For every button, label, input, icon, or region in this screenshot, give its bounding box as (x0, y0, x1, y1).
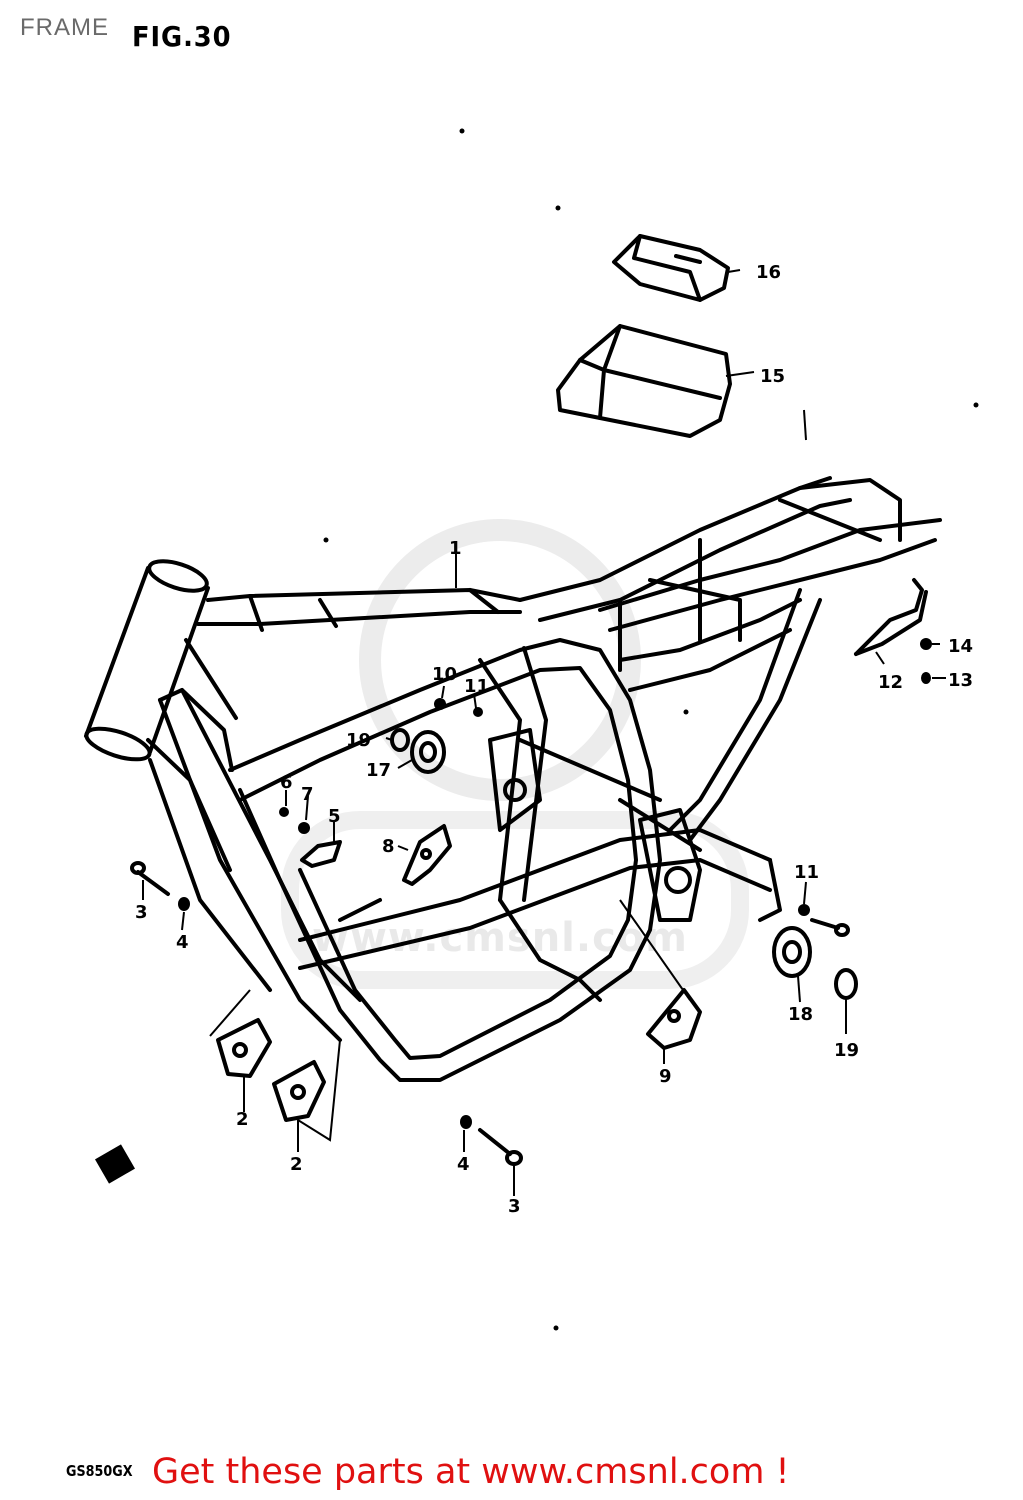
callout-1: 1 (449, 538, 462, 559)
nut-part-4a (178, 897, 190, 911)
nut-part-4b (460, 1115, 472, 1129)
cta-link[interactable]: Get these parts at www.cmsnl.com ! (152, 1452, 790, 1492)
engine-mount-plate-b (272, 1060, 326, 1122)
callout-4b: 4 (457, 1154, 470, 1175)
top-tube (196, 588, 522, 632)
bolt-part-3a (130, 861, 170, 896)
callout-2b: 2 (290, 1154, 303, 1175)
callout-19b: 19 (834, 1040, 859, 1061)
bolt-part-11 (810, 918, 850, 937)
bolt-part-3b (478, 1128, 523, 1166)
model-code: GS850GX (66, 1462, 133, 1480)
bracket-part-12 (854, 578, 928, 656)
section-title: FRAME (20, 14, 109, 41)
grommet-part-17 (410, 730, 446, 774)
steering-head (84, 559, 210, 762)
figure-label: FIG.30 (132, 20, 232, 53)
callout-16: 16 (756, 262, 781, 283)
callout-3b: 3 (508, 1196, 521, 1217)
grommet-part-18 (772, 926, 812, 978)
bolt-part-6 (279, 807, 289, 817)
callout-14: 14 (948, 636, 973, 657)
callout-5: 5 (328, 806, 341, 827)
seat-cover-part (612, 234, 730, 302)
pivot-plates (488, 728, 702, 922)
nut-part-14 (920, 638, 932, 650)
bracket-part-8 (402, 824, 452, 886)
callout-9: 9 (659, 1066, 672, 1087)
callout-10: 10 (432, 664, 457, 685)
callout-11b: 11 (794, 862, 819, 883)
callout-4a: 4 (176, 932, 189, 953)
front-arrow-icon (95, 1144, 135, 1184)
nut-part-11a (473, 707, 483, 717)
callout-13: 13 (948, 670, 973, 691)
callout-19a: 19 (346, 730, 371, 751)
callout-17: 17 (366, 760, 391, 781)
nut-part-11 (798, 904, 810, 916)
callout-15: 15 (760, 366, 785, 387)
gusset-part-9 (646, 988, 702, 1050)
callout-18: 18 (788, 1004, 813, 1025)
battery-tray-part (556, 324, 732, 438)
callout-7: 7 (301, 784, 314, 805)
ring-part-19b (834, 968, 858, 1000)
engine-mount-plate-a (216, 1018, 272, 1078)
bracket-part-5 (300, 840, 342, 868)
callout-6: 6 (280, 772, 293, 793)
callout-8: 8 (382, 836, 395, 857)
callout-12: 12 (878, 672, 903, 693)
callout-3a: 3 (135, 902, 148, 923)
lower-cradle (298, 738, 782, 1002)
nut-part-7 (298, 822, 310, 834)
down-tubes (146, 638, 362, 1042)
seat-rail-stays (618, 588, 822, 842)
ring-part-19a (390, 728, 410, 752)
callout-11a: 11 (464, 676, 489, 697)
bolt-part-10 (434, 698, 446, 710)
rear-frame-rails (518, 476, 942, 672)
callout-2a: 2 (236, 1109, 249, 1130)
washer-part-13 (921, 672, 931, 684)
